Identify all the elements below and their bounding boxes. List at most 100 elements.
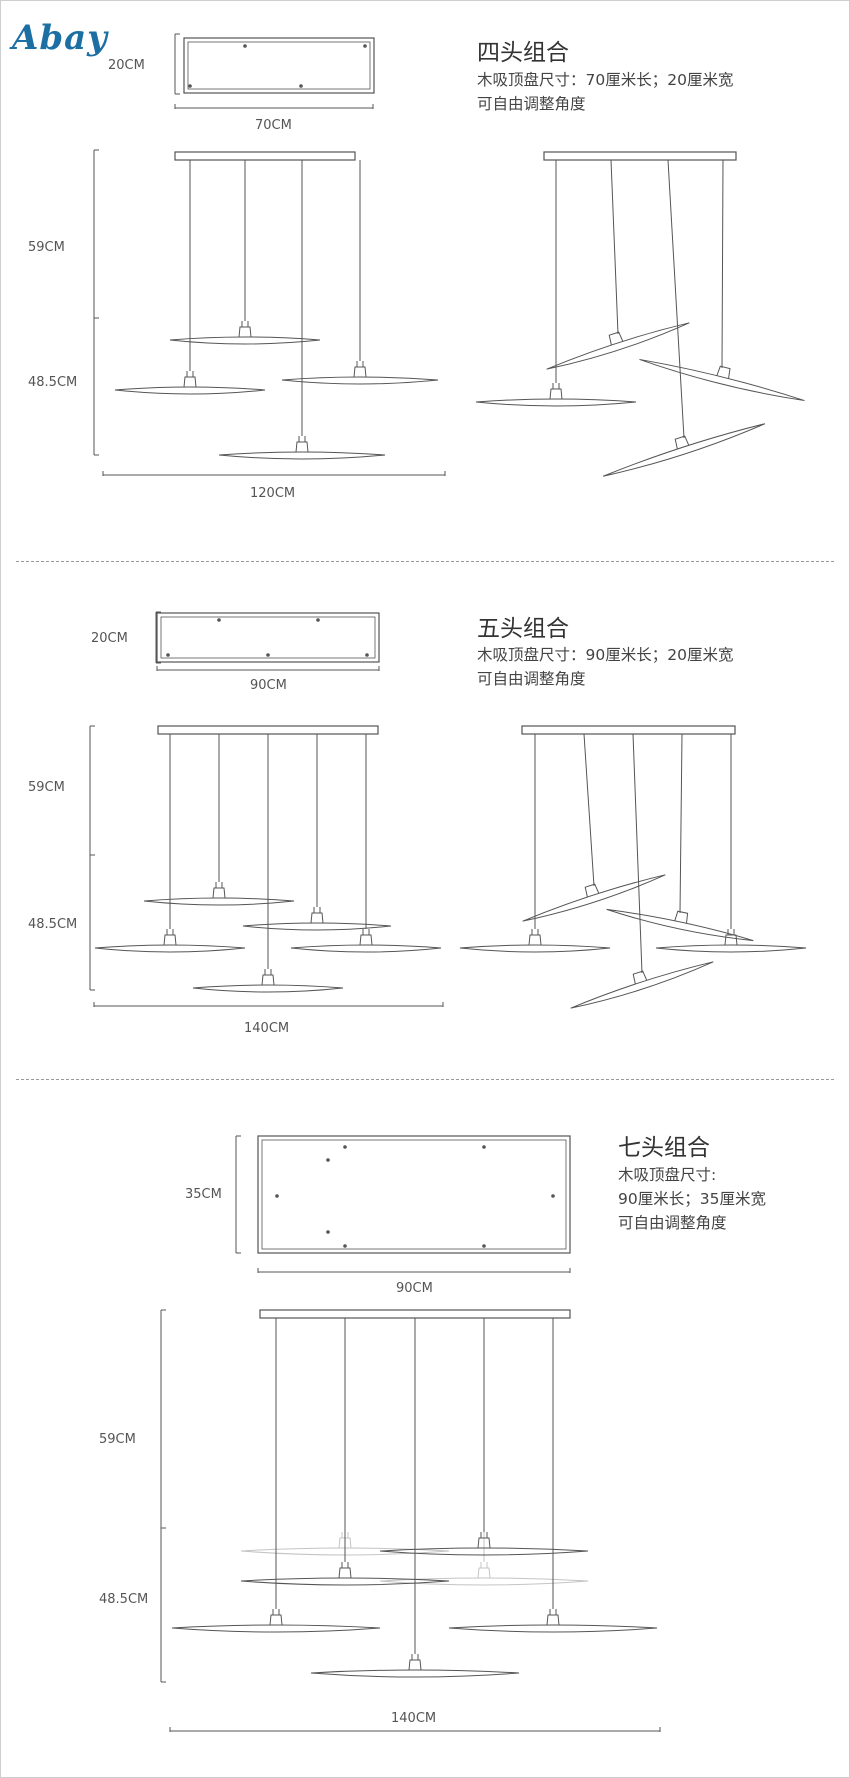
s2-total-width-label: 140CM xyxy=(244,1021,290,1036)
s3-screw xyxy=(326,1158,330,1162)
s1-lamp-b3-cord xyxy=(721,159,724,369)
s1-plate-height-label: 20CM xyxy=(108,58,145,73)
s1-lamp-b1 xyxy=(475,398,637,407)
s2-lamp-a3 xyxy=(242,922,392,931)
s3-screw xyxy=(326,1230,330,1234)
s1-lamp-a1-socket xyxy=(183,376,197,388)
s2-lamp-b5-dish xyxy=(570,961,714,1009)
s2-lamp-b5-cord xyxy=(632,733,643,974)
s2-lamp-b2-dish xyxy=(522,874,666,922)
s2-lamp-b3 xyxy=(606,908,754,942)
s3-total-width-label: 140CM xyxy=(391,1711,437,1726)
s1-lamp-b4 xyxy=(602,423,766,477)
s3-screw xyxy=(482,1145,486,1149)
s1-lamp-a4 xyxy=(218,451,386,460)
s2-canopy-b xyxy=(521,725,736,735)
s1-spec-line1: 木吸顶盘尺寸：70厘米长；20厘米宽 xyxy=(477,71,734,89)
s3-spec-line1: 木吸顶盘尺寸: xyxy=(618,1166,717,1184)
s3-lamp-1 xyxy=(379,1547,589,1556)
s3-lamp-rear1 xyxy=(240,1547,450,1556)
s3-height-upper-label: 59CM xyxy=(99,1432,136,1447)
s3-lamp-2 xyxy=(240,1577,450,1586)
s1-lamp-b4-cord xyxy=(667,159,685,439)
s1-spec-line2: 可自由调整角度 xyxy=(477,95,586,113)
s3-lamp-5-socket xyxy=(408,1659,422,1671)
s2-title: 五头组合 xyxy=(477,616,569,642)
s1-lamp-b3-socket xyxy=(716,365,731,379)
s1-lamp-a3-socket xyxy=(353,366,367,378)
s3-screw xyxy=(343,1145,347,1149)
s2-lamp-b1-socket xyxy=(528,934,542,946)
s2-lamp-a5-socket xyxy=(261,974,275,986)
section-divider-2 xyxy=(16,1079,834,1080)
s2-lamp-b2-socket xyxy=(584,883,600,898)
s2-plate-height-label: 20CM xyxy=(91,631,128,646)
s2-lamp-a1 xyxy=(94,944,246,953)
s2-lamp-b3-cord xyxy=(679,733,683,914)
s3-lamp-3 xyxy=(171,1624,381,1633)
section-divider-1 xyxy=(16,561,834,562)
s2-lamp-b4-socket xyxy=(724,934,738,946)
s2-canopy-a xyxy=(157,725,379,735)
s2-lamp-b1 xyxy=(459,944,611,953)
s1-lamp-b2-dish xyxy=(546,322,690,370)
s2-lamp-b3-socket xyxy=(674,910,689,924)
s2-spec-line2: 可自由调整角度 xyxy=(477,670,586,688)
s2-height-lower-label: 48.5CM xyxy=(28,917,78,932)
s3-lamp-2-socket xyxy=(338,1567,352,1579)
s1-height-lower-label: 48.5CM xyxy=(28,375,78,390)
s1-lamp-a4-socket xyxy=(295,441,309,453)
s3-lamp-rear2-socket xyxy=(477,1567,491,1579)
s1-screw xyxy=(188,84,192,88)
s2-lamp-a2-socket xyxy=(212,887,226,899)
s1-lamp-b4-dish xyxy=(602,423,766,477)
s3-plate-top xyxy=(257,1135,571,1254)
s3-title: 七头组合 xyxy=(618,1135,710,1161)
s2-lamp-a4-socket xyxy=(359,934,373,946)
s1-lamp-b3-dish xyxy=(639,358,805,402)
s3-screw xyxy=(343,1244,347,1248)
s3-lamp-4 xyxy=(448,1624,658,1633)
s2-lamp-a5 xyxy=(192,984,344,993)
s3-spec-line3: 可自由调整角度 xyxy=(618,1214,727,1232)
s3-plate-width-label: 90CM xyxy=(396,1281,433,1296)
s3-screw xyxy=(275,1194,279,1198)
s2-spec-line1: 木吸顶盘尺寸：90厘米长；20厘米宽 xyxy=(477,646,734,664)
s3-lamp-rear2 xyxy=(379,1577,589,1586)
s1-lamp-b2-socket xyxy=(608,331,624,346)
s2-height-upper-label: 59CM xyxy=(28,780,65,795)
s1-lamp-a3 xyxy=(281,376,439,385)
s2-lamp-b3-dish xyxy=(606,908,754,942)
s3-plate-top-inner xyxy=(261,1139,567,1250)
s2-lamp-a3-socket xyxy=(310,912,324,924)
s2-lamp-b2 xyxy=(522,874,666,922)
s1-lamp-b3 xyxy=(639,358,805,402)
s1-plate-top-inner xyxy=(187,41,371,90)
s2-lamp-b4 xyxy=(655,944,807,953)
s1-lamp-b4-socket xyxy=(674,435,690,450)
s2-plate-top-inner xyxy=(160,616,376,659)
s1-screw xyxy=(243,44,247,48)
s2-lamp-b2-cord xyxy=(583,733,595,887)
s1-plate-top xyxy=(183,37,375,94)
s1-screw xyxy=(299,84,303,88)
s2-plate-top xyxy=(156,612,380,663)
s2-lamp-b5-socket xyxy=(632,970,648,985)
s2-screw xyxy=(316,618,320,622)
s2-lamp-b5 xyxy=(570,961,714,1009)
s1-height-upper-label: 59CM xyxy=(28,240,65,255)
s2-lamp-a4 xyxy=(290,944,442,953)
s2-screw xyxy=(217,618,221,622)
s2-lamp-a1-socket xyxy=(163,934,177,946)
s2-screw xyxy=(365,653,369,657)
s1-total-width-label: 120CM xyxy=(250,486,296,501)
s2-plate-width-label: 90CM xyxy=(250,678,287,693)
s1-lamp-a2 xyxy=(169,336,321,345)
s1-lamp-b2-cord xyxy=(610,159,619,335)
s2-lamp-a2 xyxy=(143,897,295,906)
s3-plate-height-label: 35CM xyxy=(185,1187,222,1202)
s1-lamp-a2-socket xyxy=(238,326,252,338)
s3-spec-line2: 90厘米长；35厘米宽 xyxy=(618,1190,766,1208)
s1-lamp-b2 xyxy=(546,322,690,370)
